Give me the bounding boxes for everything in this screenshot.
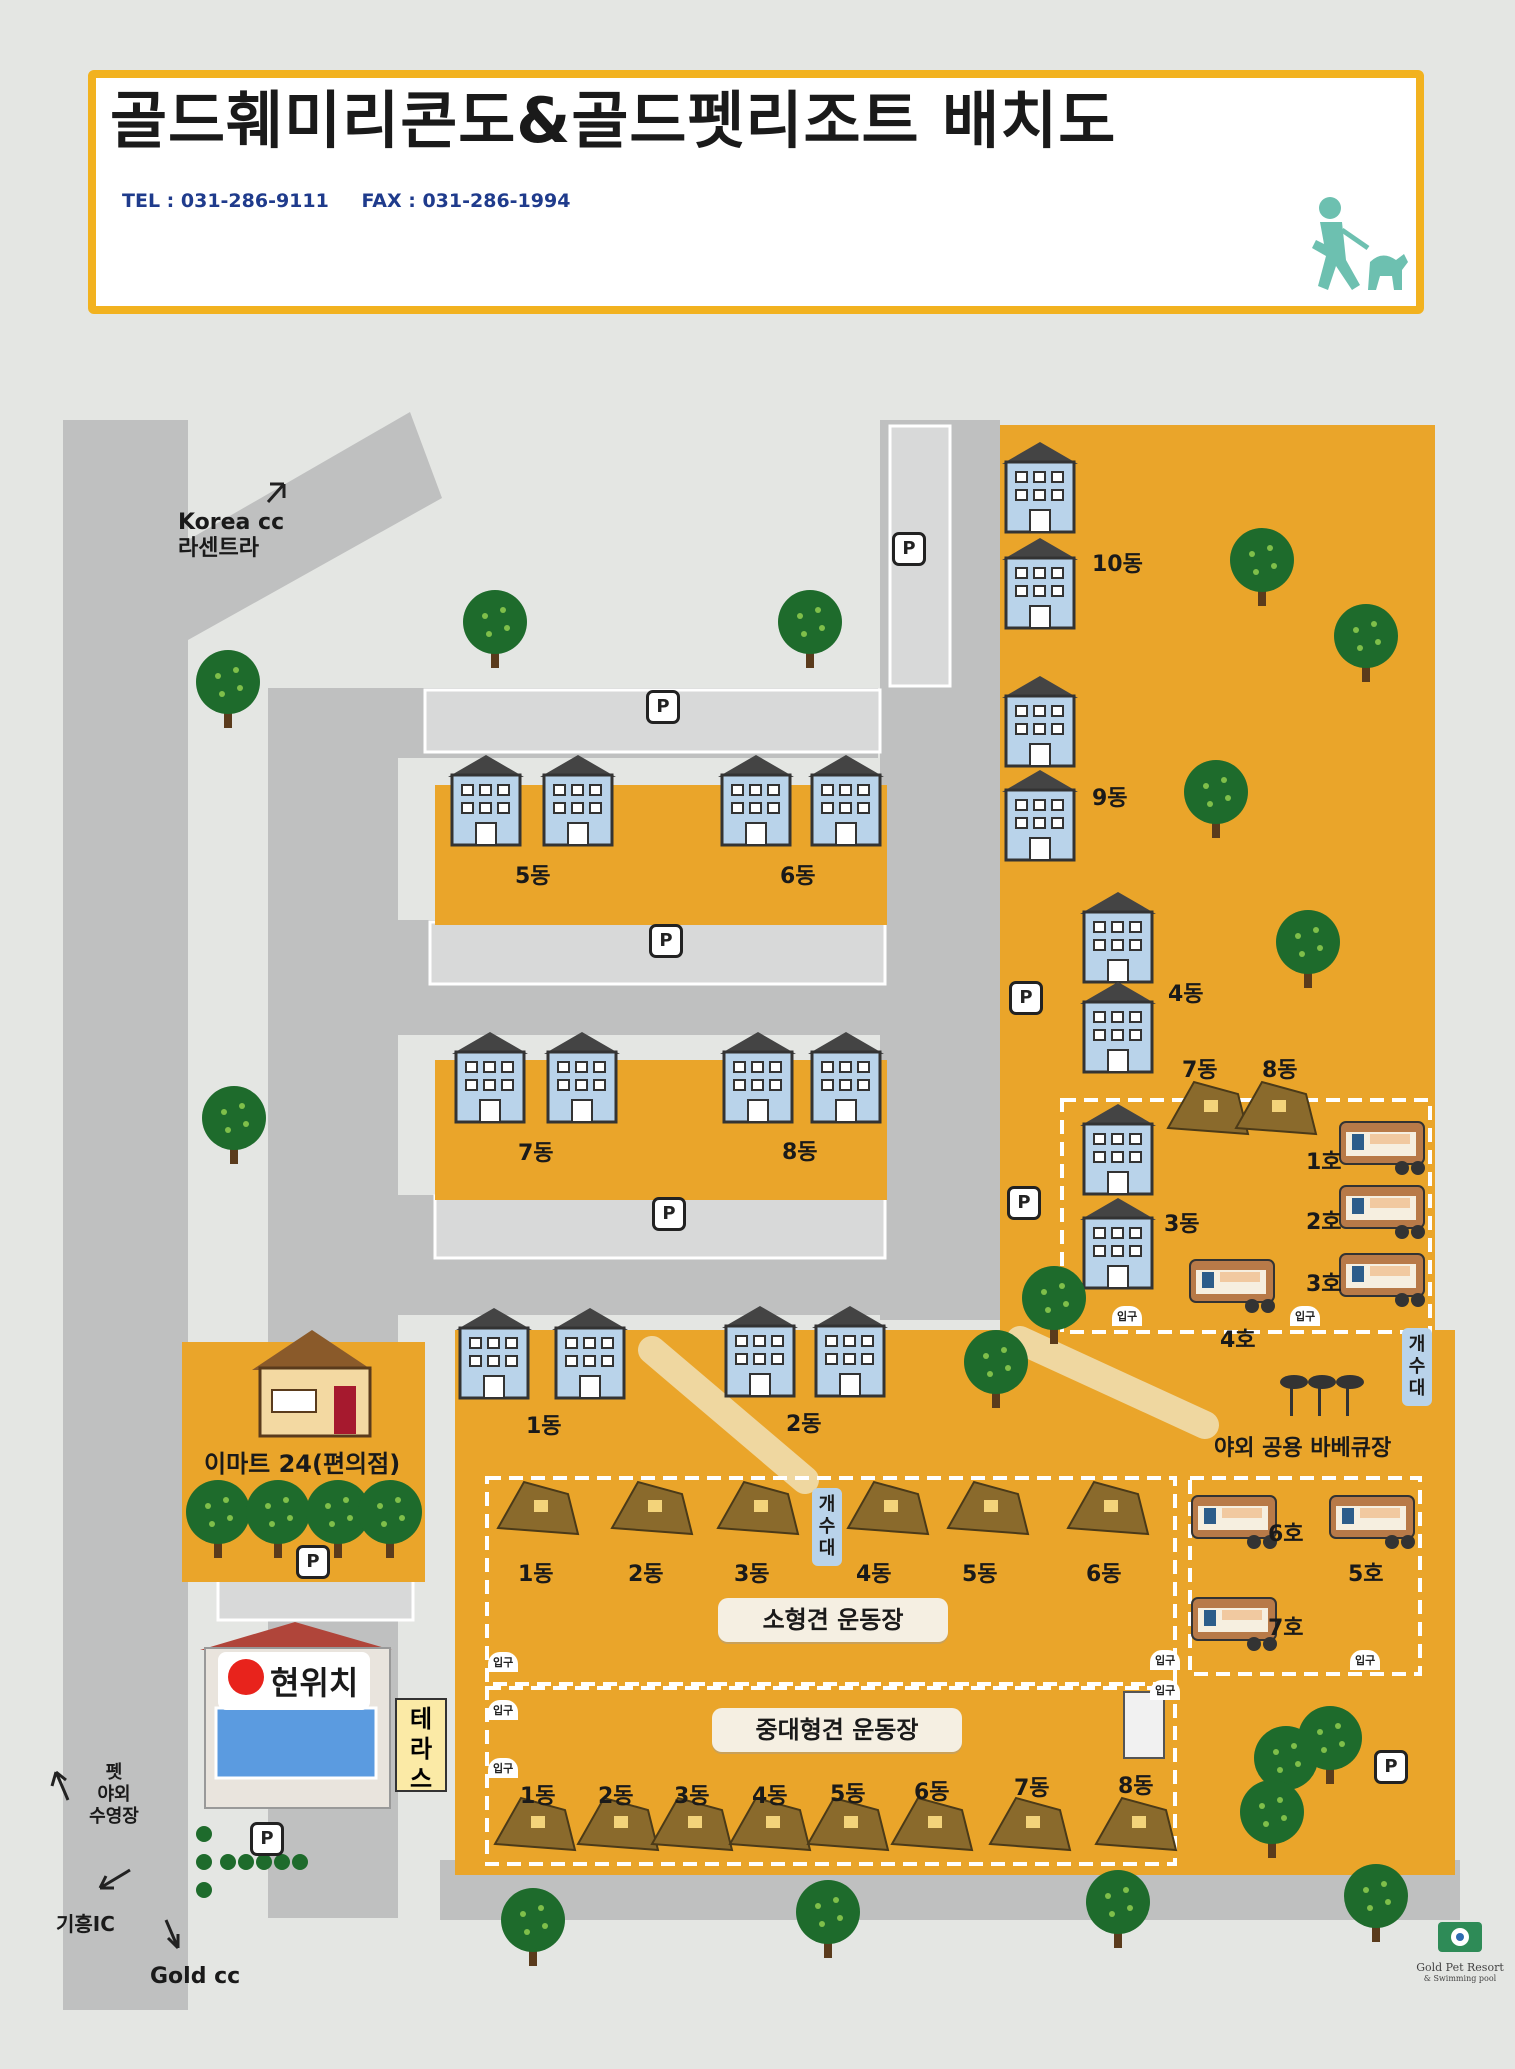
entrance-label: 입구 (1290, 1306, 1321, 1326)
large-tent-label: 6동 (914, 1780, 950, 1805)
caravan-label-6: 6호 (1268, 1522, 1304, 1547)
large-tent-label: 1동 (520, 1784, 556, 1809)
entrance-label: 입구 (1150, 1680, 1181, 1700)
small-tent-label: 2동 (628, 1562, 664, 1587)
giheung-ic-label: 기흥IC (56, 1912, 115, 1936)
bbq-area-label: 야외 공용 바베큐장 (1214, 1436, 1392, 1461)
caravan-label-3: 3호 (1306, 1272, 1342, 1297)
logo-subtitle: & Swimming pool (1423, 1974, 1497, 1983)
sink-label: 개 수 대 (812, 1488, 842, 1566)
large-tent-label: 5동 (830, 1782, 866, 1807)
contact-info: TEL : 031-286-9111 FAX : 031-286-1994 (122, 190, 596, 212)
large-dog-field-label: 중대형견 운동장 (712, 1708, 962, 1752)
location-dot-icon (228, 1659, 264, 1695)
caravan-label-5: 5호 (1348, 1562, 1384, 1587)
gold-pet-resort-logo: Gold Pet Resort & Swimming pool (1405, 1918, 1515, 1983)
parking-icon: P (1007, 1186, 1041, 1220)
small-tent-label: 1동 (518, 1562, 554, 1587)
terrace-label: 테 라 스 (395, 1698, 447, 1793)
building-label-4: 4동 (1168, 982, 1204, 1007)
parking-icon: P (649, 924, 683, 958)
small-tent-label: 5동 (962, 1562, 998, 1587)
large-tent-label: 3동 (674, 1784, 710, 1809)
cabin-label-8: 8동 (1262, 1058, 1298, 1083)
large-tent-label: 4동 (752, 1784, 788, 1809)
caravan-label-7: 7호 (1268, 1616, 1304, 1641)
pet-pool-direction: 펫 야외 수영장 (78, 1762, 150, 1828)
building-label-5: 5동 (515, 864, 551, 889)
parking-icon: P (892, 532, 926, 566)
large-tent-label: 7동 (1014, 1776, 1050, 1801)
parking-icon: P (250, 1822, 284, 1856)
lasentra-label: 라센트라 (178, 536, 259, 561)
building-label-3: 3동 (1164, 1212, 1200, 1237)
building-label-7: 7동 (518, 1141, 554, 1166)
parking-icon: P (1374, 1750, 1408, 1784)
caravan-label-1: 1호 (1306, 1150, 1342, 1175)
map-title: 골드훼미리콘도&골드펫리조트 배치도 (110, 84, 1117, 157)
gold-cc-label: Gold cc (150, 1964, 241, 1989)
caravan-label-2: 2호 (1306, 1210, 1342, 1235)
building-label-10: 10동 (1092, 552, 1143, 577)
pet-pool-label: 펫 (105, 1762, 123, 1783)
fax-number: FAX : 031-286-1994 (361, 190, 571, 212)
entrance-label: 입구 (488, 1758, 519, 1778)
building-label-1: 1동 (526, 1414, 562, 1439)
small-tent-label: 4동 (856, 1562, 892, 1587)
parking-icon: P (296, 1545, 330, 1579)
parking-icon: P (652, 1197, 686, 1231)
caravan-label-4: 4호 (1220, 1328, 1256, 1353)
cabin-label-7: 7동 (1182, 1058, 1218, 1083)
entrance-label: 입구 (1150, 1650, 1181, 1670)
sink-label: 개 수 대 (1402, 1328, 1432, 1406)
building-label-6: 6동 (780, 864, 816, 889)
entrance-label: 입구 (488, 1652, 519, 1672)
korea-cc-label: Korea cc (178, 510, 285, 535)
resort-logo-icon (1438, 1922, 1482, 1952)
large-tent-label: 8동 (1118, 1774, 1154, 1799)
building-label-8: 8동 (782, 1140, 818, 1165)
large-tent-label: 2동 (598, 1784, 634, 1809)
entrance-label: 입구 (1112, 1306, 1143, 1326)
pet-pool-label: 수영장 (89, 1806, 139, 1827)
korea-cc-direction: Korea cc 라센트라 (178, 510, 284, 562)
store-label: 이마트 24(편의점) (204, 1450, 401, 1478)
pet-pool-label: 야외 (97, 1784, 131, 1805)
entrance-label: 입구 (1350, 1650, 1381, 1670)
entrance-label: 입구 (488, 1700, 519, 1720)
small-dog-field-label: 소형견 운동장 (718, 1598, 948, 1642)
current-location-marker: 현위치 (218, 1652, 371, 1710)
small-tent-label: 3동 (734, 1562, 770, 1587)
person-walking-dog-icon (1312, 197, 1408, 290)
parking-icon: P (1009, 981, 1043, 1015)
current-location-label: 현위치 (270, 1664, 359, 1702)
small-tent-label: 6동 (1086, 1562, 1122, 1587)
building-label-9: 9동 (1092, 786, 1128, 811)
parking-icon: P (646, 690, 680, 724)
logo-name: Gold Pet Resort (1416, 1961, 1504, 1974)
tel-number: TEL : 031-286-9111 (122, 190, 329, 212)
title-frame (88, 70, 1424, 314)
building-label-2: 2동 (786, 1412, 822, 1437)
